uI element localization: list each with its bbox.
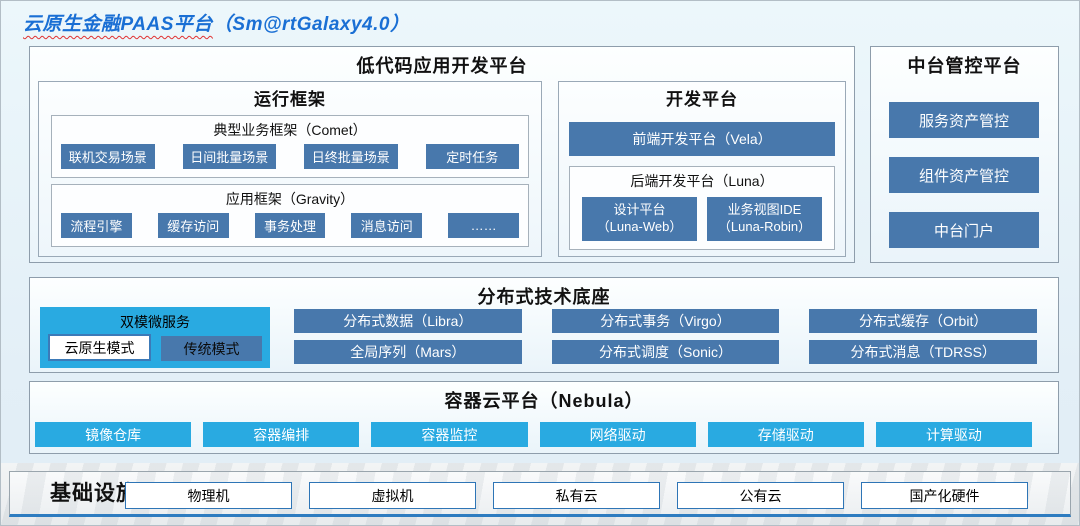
block-ellipsis-more: ……: [448, 213, 519, 238]
panel-lowcode-title: 低代码应用开发平台: [356, 56, 528, 76]
distributed-row-1: 分布式数据（Libra） 分布式事务（Virgo） 分布式缓存（Orbit）: [294, 309, 1038, 333]
box-backend-dev-platform-luna: 后端开发平台（Luna） 设计平台 （Luna-Web） 业务视图IDE （Lu…: [569, 166, 835, 250]
subpanel-dev-platform: 开发平台 前端开发平台（Vela） 后端开发平台（Luna） 设计平台 （Lun…: [558, 81, 846, 257]
block-midplatform-portal: 中台门户: [889, 212, 1039, 248]
block-cloud-native-mode: 云原生模式: [48, 334, 151, 361]
block-intraday-batch-scenario: 日间批量场景: [182, 144, 276, 169]
midplatform-title: 中台管控平台: [907, 56, 1022, 76]
block-distributed-cache-orbit: 分布式缓存（Orbit）: [809, 309, 1038, 333]
block-scheduled-task: 定时任务: [425, 144, 519, 169]
block-service-asset-control: 服务资产管控: [889, 102, 1039, 138]
comet-scenario-row: 联机交易场景 日间批量场景 日终批量场景 定时任务: [61, 144, 519, 169]
block-network-driver: 网络驱动: [539, 422, 696, 447]
comet-framework-label: 典型业务框架（Comet）: [213, 122, 367, 138]
block-physical-machine: 物理机: [125, 482, 292, 509]
subpanel-runtime-framework: 运行框架 典型业务框架（Comet） 联机交易场景 日间批量场景 日终批量场景 …: [38, 81, 542, 257]
block-container-orchestration: 容器编排: [203, 422, 360, 447]
block-endofday-batch-scenario: 日终批量场景: [304, 144, 398, 169]
dual-mode-label: 双模微服务: [120, 314, 190, 330]
block-storage-driver: 存储驱动: [707, 422, 864, 447]
midplatform-button-column: 服务资产管控 组件资产管控 中台门户: [889, 102, 1039, 248]
page-title: 云原生金融PAAS平台（Sm@rtGalaxy4.0）: [23, 9, 409, 36]
nebula-button-row: 镜像仓库 容器编排 容器监控 网络驱动 存储驱动 计算驱动: [35, 422, 1033, 447]
block-component-asset-control: 组件资产管控: [889, 157, 1039, 193]
page-title-main: 云原生金融PAAS平台: [23, 14, 213, 35]
band-infrastructure: 基础设施 物理机 虚拟机 私有云 公有云 国产化硬件: [9, 471, 1071, 517]
block-business-view-ide-luna-robin: 业务视图IDE （Luna-Robin）: [707, 197, 822, 241]
block-private-cloud: 私有云: [493, 482, 660, 509]
luna-robin-line2: （Luna-Robin）: [717, 219, 812, 234]
nebula-title: 容器云平台（Nebula）: [444, 391, 644, 411]
block-compute-driver: 计算驱动: [875, 422, 1033, 447]
block-image-registry: 镜像仓库: [35, 422, 192, 447]
luna-web-line2: （Luna-Web）: [596, 219, 683, 234]
block-domestic-hardware: 国产化硬件: [861, 482, 1028, 509]
block-distributed-messaging-tdrss: 分布式消息（TDRSS）: [809, 340, 1038, 364]
gravity-capability-row: 流程引擎 缓存访问 事务处理 消息访问 ……: [61, 213, 519, 238]
block-distributed-scheduling-sonic: 分布式调度（Sonic）: [551, 340, 780, 364]
block-design-platform-luna-web: 设计平台 （Luna-Web）: [582, 197, 697, 241]
block-process-engine: 流程引擎: [61, 213, 132, 238]
block-transaction-processing: 事务处理: [254, 213, 326, 238]
block-public-cloud: 公有云: [677, 482, 844, 509]
panel-distributed-base: 分布式技术底座 双模微服务 云原生模式 传统模式 分布式数据（Libra） 分布…: [29, 277, 1059, 373]
box-gravity-framework: 应用框架（Gravity） 流程引擎 缓存访问 事务处理 消息访问 ……: [51, 184, 529, 247]
block-online-trading-scenario: 联机交易场景: [61, 144, 155, 169]
block-cache-access: 缓存访问: [157, 213, 229, 238]
block-global-sequence-mars: 全局序列（Mars）: [294, 340, 522, 364]
dev-platform-title: 开发平台: [666, 90, 738, 109]
luna-platform-label: 后端开发平台（Luna）: [630, 173, 774, 189]
block-traditional-mode: 传统模式: [161, 336, 262, 361]
box-comet-framework: 典型业务框架（Comet） 联机交易场景 日间批量场景 日终批量场景 定时任务: [51, 115, 529, 178]
block-distributed-data-libra: 分布式数据（Libra）: [294, 309, 522, 333]
panel-lowcode-platform: 低代码应用开发平台 运行框架 典型业务框架（Comet） 联机交易场景 日间批量…: [29, 46, 855, 263]
block-frontend-dev-platform-vela: 前端开发平台（Vela）: [569, 122, 835, 156]
panel-midplatform-control: 中台管控平台 服务资产管控 组件资产管控 中台门户: [870, 46, 1059, 263]
distributed-row-2: 全局序列（Mars） 分布式调度（Sonic） 分布式消息（TDRSS）: [294, 340, 1038, 364]
block-container-monitoring: 容器监控: [371, 422, 528, 447]
panel-nebula-container-cloud: 容器云平台（Nebula） 镜像仓库 容器编排 容器监控 网络驱动 存储驱动 计…: [29, 381, 1059, 454]
block-message-access: 消息访问: [351, 213, 423, 238]
box-dual-mode-microservices: 双模微服务 云原生模式 传统模式: [40, 307, 270, 368]
runtime-framework-title: 运行框架: [254, 90, 326, 109]
page-title-suffix: （Sm@rtGalaxy4.0）: [212, 14, 410, 35]
luna-web-line1: 设计平台: [613, 202, 666, 218]
infrastructure-title: 基础设施: [50, 481, 138, 505]
infrastructure-item-row: 物理机 虚拟机 私有云 公有云 国产化硬件: [125, 482, 1028, 509]
luna-robin-line1: 业务视图IDE: [727, 202, 802, 218]
luna-tools-row: 设计平台 （Luna-Web） 业务视图IDE （Luna-Robin）: [582, 197, 822, 241]
distributed-base-title: 分布式技术底座: [477, 287, 611, 307]
gravity-framework-label: 应用框架（Gravity）: [225, 191, 355, 207]
block-distributed-transaction-virgo: 分布式事务（Virgo）: [551, 309, 780, 333]
block-virtual-machine: 虚拟机: [309, 482, 476, 509]
